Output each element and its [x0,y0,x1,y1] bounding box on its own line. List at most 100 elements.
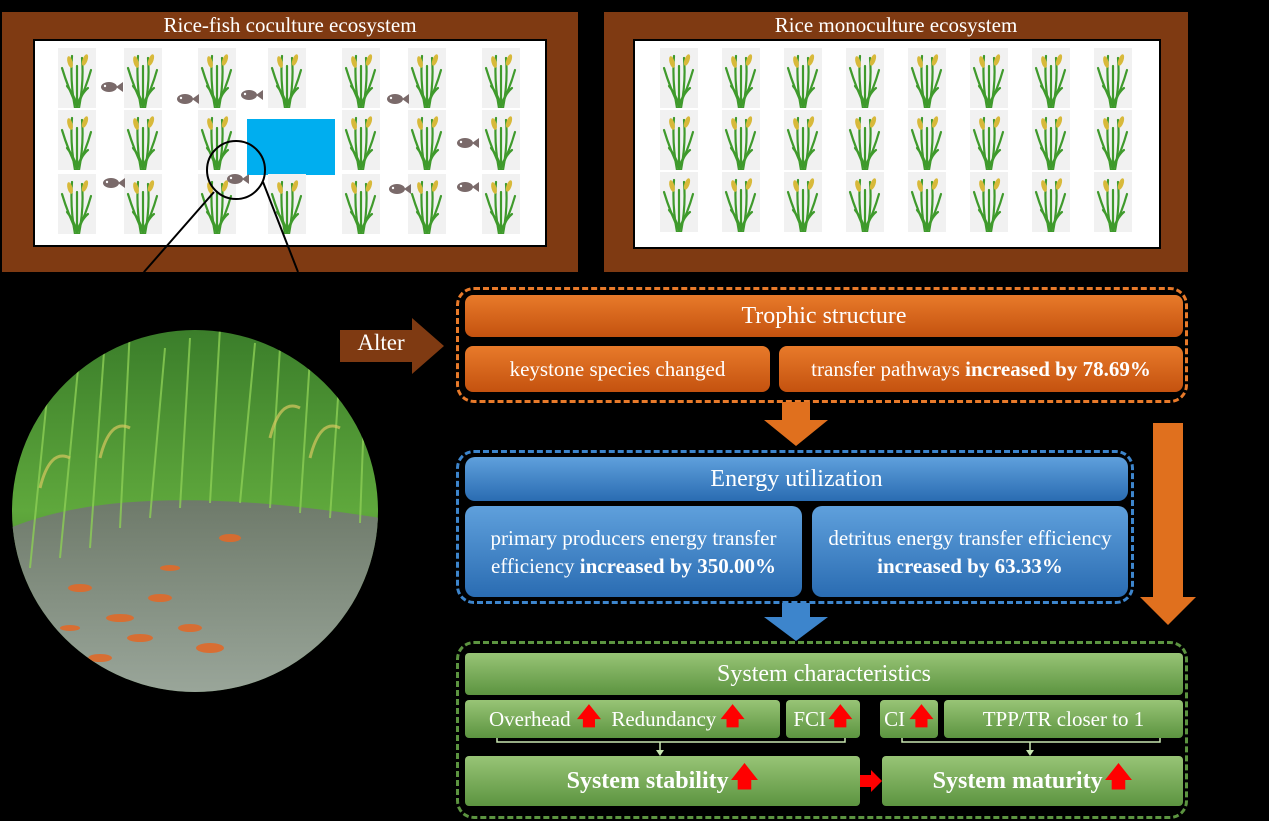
rice-plant-icon [846,48,884,108]
rice-plant-icon [1032,48,1070,108]
primary-increase: increased by 350.00% [579,553,776,578]
fish-icon [452,136,480,150]
alter-label: Alter [357,330,405,355]
rice-plant-icon [846,110,884,170]
pathways-text: transfer pathways [811,356,966,381]
fish-icon [222,172,250,186]
fish-icon [96,80,124,94]
energy-container [456,450,1134,604]
fci-box: FCI 🡅 [786,700,860,738]
trophic-title: Trophic structure [465,295,1183,337]
zoom-line-left [143,191,215,273]
rice-plant-icon [342,48,380,108]
fish-icon [236,88,264,102]
rice-plant-icon [268,174,306,234]
primary-efficiency-box: primary producers energy transfer effici… [465,506,802,597]
rice-plant-icon [198,48,236,108]
rice-plant-icon [908,172,946,232]
coculture-title: Rice-fish coculture ecosystem [163,13,417,37]
keystone-box: keystone species changed [465,346,770,392]
rice-plant-icon [1094,172,1132,232]
rice-plant-icon [1094,48,1132,108]
rice-plant-icon [660,48,698,108]
maturity-label: System maturity [932,767,1103,794]
fci-label: FCI [793,706,826,731]
fish-icon [172,92,200,106]
rice-plant-icon [1032,172,1070,232]
rice-plant-icon [784,172,822,232]
alter-arrow [340,318,444,374]
rice-plant-icon [408,48,446,108]
rice-plant-icon [268,48,306,108]
rice-plant-icon [58,48,96,108]
rice-plant-icon [970,48,1008,108]
rice-plant-icon [124,110,162,170]
rice-plant-icon [722,48,760,108]
rice-plant-icon [970,172,1008,232]
rice-plant-icon [342,110,380,170]
rice-plant-icon [784,48,822,108]
rice-plant-icon [1032,110,1070,170]
rice-fish-photo [12,330,378,692]
fish-icon [384,182,412,196]
redundancy-up-arrow: 🡅 [720,703,745,730]
ci-box: CI 🡅 [880,700,938,738]
fci-up-arrow: 🡅 [828,703,853,730]
stability-label: System stability [566,767,729,794]
monoculture-frame: Rice monoculture ecosystem [604,12,1188,272]
detritus-increase: increased by 63.33% [877,553,1063,578]
ci-up-arrow: 🡅 [909,703,934,730]
overhead-redundancy-box: Overhead 🡅 Redundancy 🡅 [465,700,780,738]
maturity-up-arrow: 🡅 [1104,762,1133,792]
rice-plant-icon [784,110,822,170]
rice-plant-icon [482,110,520,170]
fish-icon [452,180,480,194]
stability-to-maturity-arrow [860,770,882,792]
primary-prefix: primary producers energy transfer effici… [490,525,782,578]
detritus-prefix: detritus energy transfer efficiency [828,525,1117,550]
detritus-efficiency-box: detritus energy transfer efficiency incr… [812,506,1128,597]
system-title: System characteristics [465,653,1183,695]
rice-plant-icon [124,48,162,108]
rice-plant-icon [408,110,446,170]
rice-plant-icon [1094,110,1132,170]
rice-plant-icon [660,172,698,232]
rice-plant-icon [970,110,1008,170]
rice-plant-icon [722,172,760,232]
overhead-up-arrow: 🡅 [576,703,602,730]
redundancy-label: Redundancy [611,706,717,731]
pathways-increase: increased by 78.69% [965,356,1151,381]
energy-title: Energy utilization [465,457,1128,501]
rice-plant-icon [846,172,884,232]
rice-plant-icon [58,174,96,234]
overhead-label: Overhead [489,706,571,731]
arrow-energy-system [764,603,828,641]
pathways-box: transfer pathways increased by 78.69% [779,346,1183,392]
zoom-line-right [262,181,299,273]
rice-plant-icon [660,110,698,170]
stability-box: System stability 🡅 [465,756,860,806]
fish-icon [98,176,126,190]
monoculture-title: Rice monoculture ecosystem [774,13,1018,37]
fish-icon [382,92,410,106]
rice-plant-icon [408,174,446,234]
arrow-trophic-energy [764,402,828,446]
rice-plant-icon [908,48,946,108]
pond [247,119,335,175]
rice-plant-icon [482,48,520,108]
detritus-efficiency-text: detritus energy transfer efficiency incr… [820,524,1120,580]
maturity-box: System maturity 🡅 [882,756,1183,806]
rice-plant-icon [722,110,760,170]
system-container [456,641,1188,819]
arrow-trophic-system [1140,423,1196,625]
tpp-tr-box: TPP/TR closer to 1 [944,700,1183,738]
monoculture-field [633,39,1161,249]
stability-up-arrow: 🡅 [730,762,759,792]
zoom-circle [206,140,266,200]
ci-label: CI [884,706,906,731]
primary-efficiency-text: primary producers energy transfer effici… [473,524,794,580]
rice-plant-icon [58,110,96,170]
rice-plant-icon [124,174,162,234]
rice-plant-icon [482,174,520,234]
